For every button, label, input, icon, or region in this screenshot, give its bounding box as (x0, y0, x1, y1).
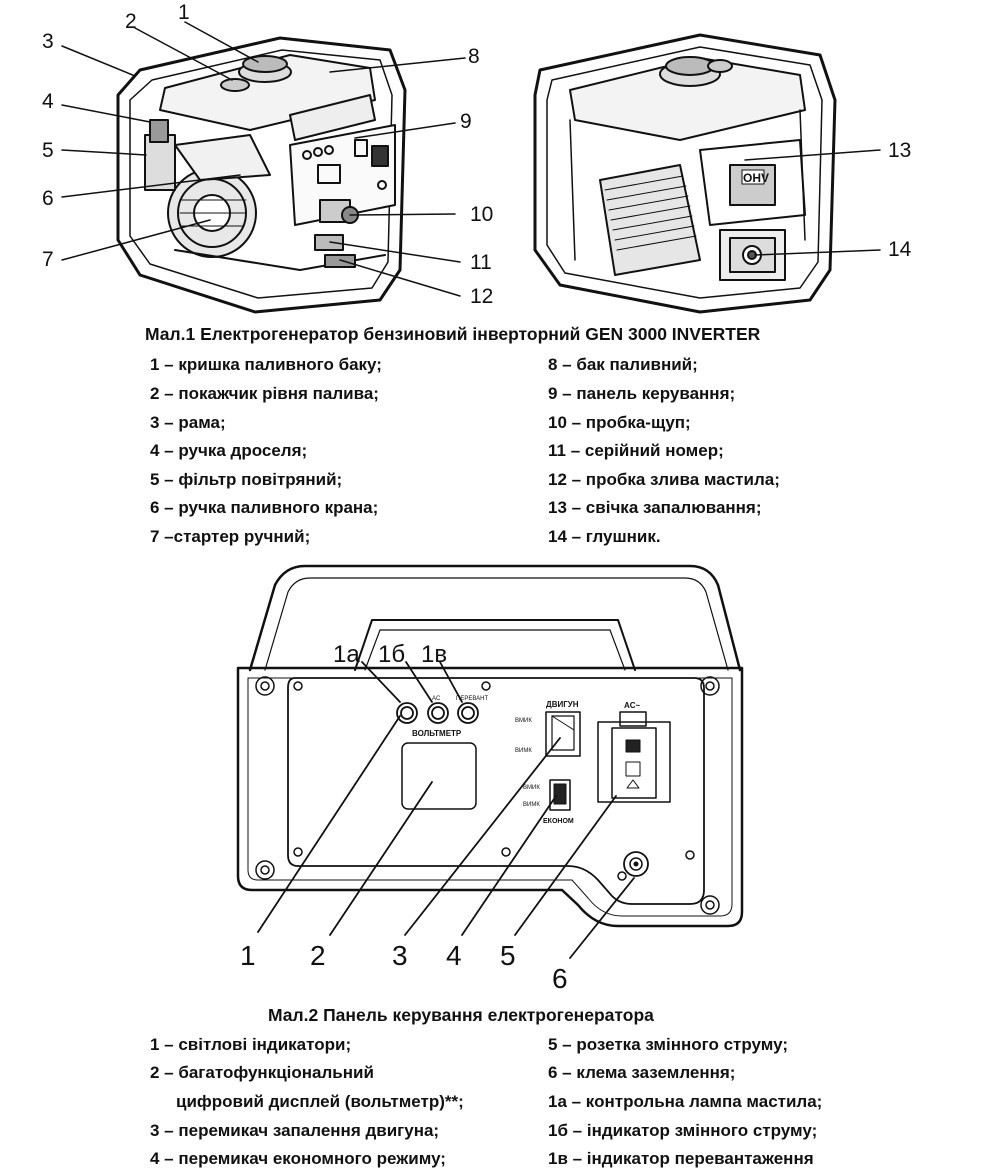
callout-7: 7 (42, 248, 54, 271)
callout-1b: 1б (378, 641, 405, 668)
engine-off-label: ВИМК (515, 748, 532, 754)
legend-item: 6 – клема заземлення; (548, 1063, 736, 1082)
legend-item: цифровий дисплей (вольтметр)**; (176, 1092, 464, 1111)
callout-2: 2 (125, 10, 137, 33)
legend-item: 4 – ручка дроселя; (150, 441, 308, 460)
legend-item: 10 – пробка-щуп; (548, 413, 691, 432)
callout-1v: 1в (421, 641, 447, 668)
callout-3: 3 (42, 30, 54, 53)
legend-item: 13 – свічка запалювання; (548, 498, 762, 517)
eco-on-label: ВМИК (523, 785, 540, 791)
eco-off-label: ВИМК (523, 802, 540, 808)
legend-item: 3 – перемикач запалення двигуна; (150, 1121, 440, 1140)
legend-item: 2 – покажчик рівня палива; (150, 384, 379, 403)
callout-4: 4 (42, 90, 54, 113)
legend-item: 14 – глушник. (548, 527, 661, 546)
legend-item: 3 – рама; (150, 413, 226, 432)
legend-item: 8 – бак паливний; (548, 355, 698, 374)
legend-item: 2 – багатофункціональний (150, 1063, 374, 1082)
legend-item: 5 – розетка змінного струму; (548, 1035, 788, 1054)
callout-9: 9 (460, 110, 472, 133)
eco-switch-label: ЕКОНОМ (543, 818, 574, 825)
callout-11: 11 (470, 251, 492, 274)
legend-item: 1в – індикатор перевантаження (548, 1149, 814, 1168)
legend-item: 12 – пробка злива мастила; (548, 470, 780, 489)
callout-14: 14 (888, 238, 912, 261)
legend-item: 1 – світлові індикатори; (150, 1035, 352, 1054)
engine-badge: OHV (743, 171, 769, 185)
ac-socket-label: AC~ (624, 701, 641, 710)
callout-panel-5: 5 (500, 940, 516, 971)
callout-panel-4: 4 (446, 940, 462, 971)
legend-item: 6 – ручка паливного крана; (150, 498, 379, 517)
legend-item: 5 – фільтр повітряний; (150, 470, 343, 489)
callout-1a: 1а (333, 641, 360, 668)
figure1-illustration: OHV 1 2 3 4 5 6 7 8 9 10 11 12 13 14 (42, 1, 912, 314)
callout-6: 6 (42, 187, 54, 210)
ac-indicator-label: AC (432, 696, 441, 702)
callout-12: 12 (470, 285, 493, 308)
callout-5: 5 (42, 139, 54, 162)
legend-item: 11 – серійний номер; (548, 441, 724, 460)
generator-front-view (116, 36, 407, 314)
overload-indicator-label: ПЕРЕВАНТ (456, 696, 488, 702)
legend-item: 1а – контрольна лампа мастила; (548, 1092, 823, 1111)
legend-item: 1б – індикатор змінного струму; (548, 1121, 818, 1140)
callout-panel-1: 1 (240, 940, 256, 971)
legend-item: 4 – перемикач економного режиму; (150, 1149, 446, 1168)
legend-item: 1 – кришка паливного баку; (150, 355, 382, 374)
callout-panel-6: 6 (552, 963, 568, 994)
callout-panel-3: 3 (392, 940, 408, 971)
callout-10: 10 (470, 203, 493, 226)
voltmeter-label: ВОЛЬТМЕТР (412, 729, 462, 738)
engine-on-label: ВМИК (515, 718, 532, 724)
figure1-caption: Мал.1 Електрогенератор бензиновий інверт… (145, 324, 761, 344)
legend-item: 7 –стартер ручний; (150, 527, 311, 546)
engine-switch-label: ДВИГУН (546, 700, 579, 709)
generator-rear-view (533, 33, 837, 314)
figure2-caption: Мал.2 Панель керування електрогенератора (268, 1005, 654, 1025)
callout-1: 1 (178, 1, 190, 24)
legend-item: 9 – панель керування; (548, 384, 736, 403)
callout-panel-2: 2 (310, 940, 326, 971)
callout-13: 13 (888, 139, 911, 162)
figure2-control-panel: AC ПЕРЕВАНТ ВОЛЬТМЕТР ДВИГУН ВМИК ВИМК В… (236, 564, 744, 994)
callout-8: 8 (468, 45, 480, 68)
